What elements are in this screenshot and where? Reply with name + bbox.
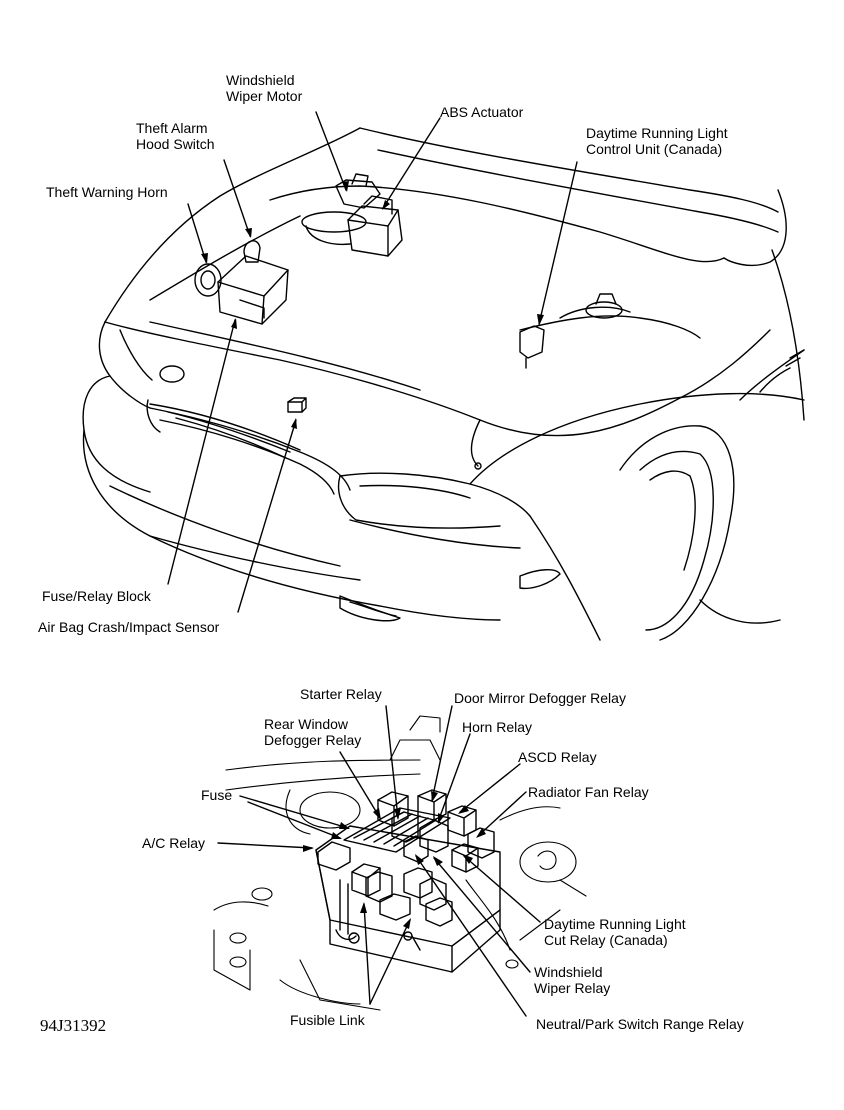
label-ac-relay: A/C Relay — [142, 835, 206, 851]
figure-id: 94J31392 — [40, 1016, 107, 1035]
label-radiator-fan-relay: Radiator Fan Relay — [528, 784, 649, 800]
fuse-relay-box-drawing — [315, 789, 501, 973]
car-body-drawing — [82, 127, 805, 641]
label-door-mirror-defogger-relay: Door Mirror Defogger Relay — [454, 690, 626, 706]
label-theft-alarm-hood-switch: Theft Alarm Hood Switch — [136, 120, 215, 152]
label-fuse-relay-block: Fuse/Relay Block — [42, 588, 151, 604]
component-drawings — [194, 173, 545, 369]
label-theft-warning-horn: Theft Warning Horn — [46, 184, 168, 200]
top-leader-lines — [167, 111, 578, 613]
top-arrowheads — [201, 181, 544, 429]
label-horn-relay: Horn Relay — [462, 719, 533, 735]
label-air-bag-sensor: Air Bag Crash/Impact Sensor — [38, 619, 220, 635]
label-windshield-wiper-relay: Windshield Wiper Relay — [534, 964, 611, 996]
label-fusible-link: Fusible Link — [290, 1012, 365, 1028]
bottom-leader-lines — [217, 705, 541, 1017]
bottom-arrowheads — [303, 791, 486, 929]
label-rear-window-defogger-relay: Rear Window Defogger Relay — [264, 716, 362, 748]
engine-bay-background — [213, 715, 587, 1011]
label-ascd-relay: ASCD Relay — [518, 749, 597, 765]
label-abs-actuator: ABS Actuator — [440, 104, 524, 120]
label-fuse: Fuse — [201, 787, 233, 803]
label-drl-cut-relay: Daytime Running Light Cut Relay (Canada) — [544, 916, 686, 948]
label-windshield-wiper-motor: Windshield Wiper Motor — [226, 72, 303, 104]
label-daytime-running-light-control: Daytime Running Light Control Unit (Cana… — [586, 125, 728, 157]
label-starter-relay: Starter Relay — [300, 686, 382, 702]
label-neutral-park-relay: Neutral/Park Switch Range Relay — [536, 1016, 744, 1032]
